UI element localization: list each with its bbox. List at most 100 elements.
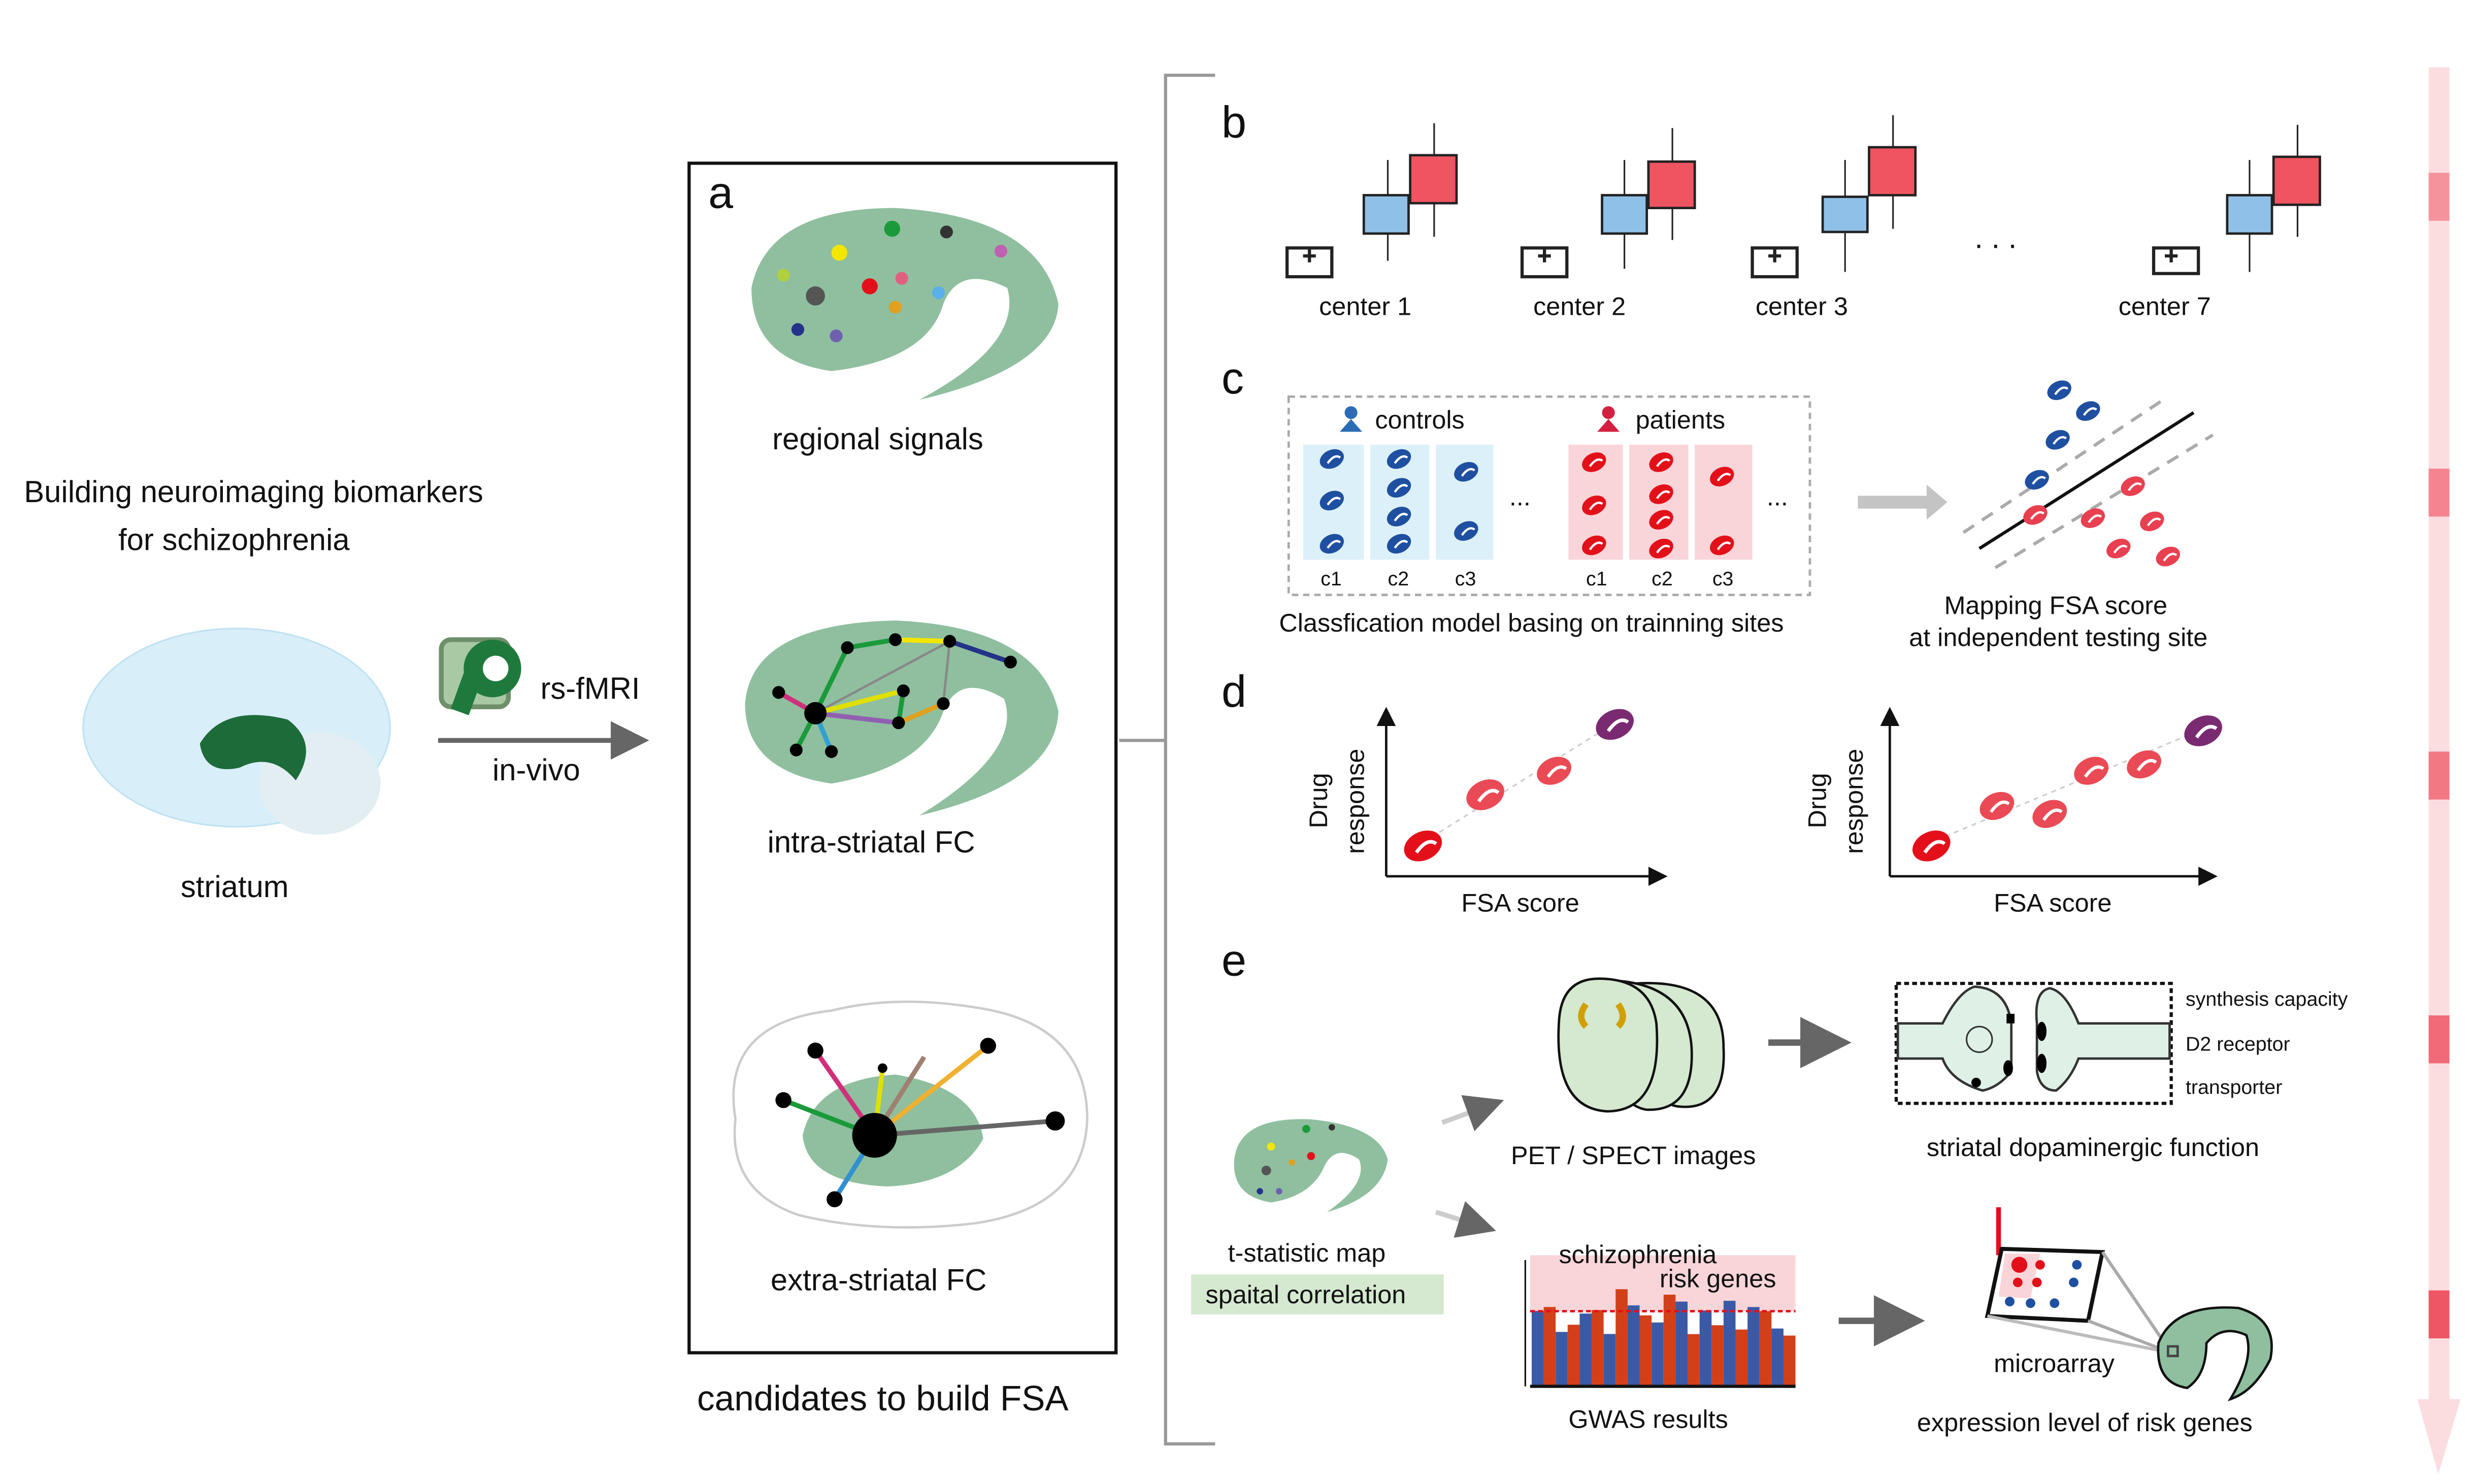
plot1-ylabel-line1: Drug xyxy=(1304,773,1333,828)
gwas-chromosome-band xyxy=(1735,1329,1748,1387)
panel-c-letter: c xyxy=(1222,353,1244,403)
transporter-label: transporter xyxy=(2186,1076,2282,1098)
expression-level-label: expression level of risk genes xyxy=(1917,1408,2253,1437)
in-vivo-label: in-vivo xyxy=(492,753,580,787)
spatial-correlation-label: spaital correlation xyxy=(1206,1280,1406,1309)
patient-col-c3: c3 xyxy=(1712,568,1734,590)
regional-signals-striatum xyxy=(751,208,1059,400)
microarray-illustration xyxy=(1985,1207,2273,1402)
center-1-boxplot xyxy=(1285,123,1458,279)
gwas-manhattan-plot xyxy=(1524,1255,1796,1388)
mapping-caption-line2: at independent testing site xyxy=(1909,623,2207,652)
gwas-chromosome-band xyxy=(1675,1301,1688,1387)
gwas-chromosome-band xyxy=(1699,1310,1712,1387)
left-section: Building neuroimaging biomarkers for sch… xyxy=(24,475,649,904)
center-1-label: center 1 xyxy=(1319,292,1411,321)
synapse-diagram xyxy=(1894,981,2173,1105)
controls-label: controls xyxy=(1375,405,1464,434)
gwas-chromosome-band xyxy=(1723,1301,1736,1387)
intra-striatal-fc-network xyxy=(745,620,1059,816)
hospital-icon xyxy=(2152,246,2200,275)
hospital-icon xyxy=(1285,246,1334,279)
gwas-chromosome-band xyxy=(1627,1305,1640,1387)
panel-c: c controls patients ... ... c1 c2 c3 xyxy=(1222,353,2214,652)
patient-col-c2: c2 xyxy=(1652,568,1673,590)
plot1-ylabel-line2: response xyxy=(1340,749,1369,854)
gwas-title-line2: risk genes xyxy=(1660,1264,1776,1293)
panel-a-caption: candidates to build FSA xyxy=(697,1378,1069,1418)
plot2-ylabel-line2: response xyxy=(1839,749,1868,854)
striatum-label: striatum xyxy=(181,870,289,904)
pet-spect-slices xyxy=(1557,977,1725,1113)
mapping-caption-line1: Mapping FSA score xyxy=(1944,591,2167,620)
center-3-label: center 3 xyxy=(1756,292,1848,321)
panel-a-box xyxy=(687,161,1118,1355)
d2-receptor-label: D2 receptor xyxy=(2186,1033,2290,1055)
rs-fmri-label: rs-fMRI xyxy=(540,671,640,705)
t-statistic-map-striatum xyxy=(1234,1119,1388,1212)
gwas-chromosome-band xyxy=(1603,1334,1616,1387)
gwas-chromosome-band xyxy=(1771,1328,1784,1387)
panel-b-letter: b xyxy=(1222,97,1246,147)
gwas-chromosome-band xyxy=(1759,1311,1772,1387)
gwas-chromosome-band xyxy=(1663,1295,1676,1387)
gwas-chromosome-band xyxy=(1543,1307,1556,1387)
gwas-chromosome-band xyxy=(1567,1325,1580,1387)
patient-person-icon xyxy=(1597,406,1620,432)
hospital-icon xyxy=(1751,246,1799,279)
gwas-chromosome-band xyxy=(1592,1310,1604,1387)
center-7-label: center 7 xyxy=(2119,292,2211,321)
plot2-xlabel: FSA score xyxy=(1994,888,2111,917)
gwas-chromosome-band xyxy=(1747,1307,1760,1387)
intra-striatal-fc-label: intra-striatal FC xyxy=(768,825,975,859)
gwas-chromosome-band xyxy=(1579,1313,1592,1387)
center-3-boxplot xyxy=(1751,115,1917,279)
control-col-c2: c2 xyxy=(1388,568,1409,590)
gwas-chromosome-band xyxy=(1711,1325,1724,1387)
gwas-chromosome-band xyxy=(1615,1289,1628,1387)
training-box xyxy=(1287,395,1811,597)
center-2-boxplot xyxy=(1520,128,1696,279)
plot2-ylabel-line1: Drug xyxy=(1802,773,1831,828)
brain-illustration xyxy=(82,628,391,835)
extra-striatal-fc-network xyxy=(732,1000,1088,1229)
gwas-chromosome-band xyxy=(1783,1335,1796,1387)
mapping-arrow xyxy=(1858,484,1948,520)
gwas-chromosome-band xyxy=(1531,1311,1544,1387)
pet-spect-label: PET / SPECT images xyxy=(1511,1141,1756,1170)
title-line2: for schizophrenia xyxy=(118,523,350,557)
arrow-to-gwas xyxy=(1435,1201,1496,1238)
microarray-label: microarray xyxy=(1994,1348,2115,1377)
panel-b: b center 1 center 2 center 3 . . . cente… xyxy=(1222,97,2321,321)
control-col-c3: c3 xyxy=(1455,568,1476,590)
control-columns xyxy=(1303,444,1494,560)
arrow-to-pet xyxy=(1441,1095,1504,1132)
gwas-chromosome-band xyxy=(1639,1315,1652,1387)
gwas-chromosome-band xyxy=(1556,1332,1568,1387)
regional-signals-label: regional signals xyxy=(772,422,983,456)
patients-ellipsis: ... xyxy=(1767,482,1788,511)
panel-e: e t-statistic map spaital correlation PE… xyxy=(1191,935,2348,1437)
patient-columns xyxy=(1568,444,1753,560)
dopaminergic-function-label: striatal dopaminergic function xyxy=(1927,1133,2259,1162)
panel-e-letter: e xyxy=(1222,935,1246,985)
extra-striatal-fc-label: extra-striatal FC xyxy=(771,1263,987,1297)
centers-ellipsis: . . . xyxy=(1974,220,2017,254)
control-person-icon xyxy=(1340,406,1363,432)
center-2-label: center 2 xyxy=(1533,292,1626,321)
panel-d: d Drug response FSA score Drug response … xyxy=(1222,666,2227,917)
control-col-c1: c1 xyxy=(1321,568,1342,590)
gwas-results-label: GWAS results xyxy=(1568,1405,1728,1434)
patients-label: patients xyxy=(1636,405,1725,434)
gwas-title-line1: schizophrenia xyxy=(1559,1240,1717,1269)
panel-d-letter: d xyxy=(1222,666,1246,716)
drug-response-plot-2: Drug response FSA score xyxy=(1802,707,2227,917)
hospital-icon xyxy=(1520,246,1569,279)
center-7-boxplot xyxy=(2152,124,2321,275)
panel-a-letter: a xyxy=(708,168,734,218)
testing-site-scatter xyxy=(1962,377,2214,569)
synthesis-capacity-label: synthesis capacity xyxy=(2186,988,2348,1010)
title-line1: Building neuroimaging biomarkers xyxy=(24,475,483,509)
gwas-chromosome-band xyxy=(1652,1322,1664,1387)
